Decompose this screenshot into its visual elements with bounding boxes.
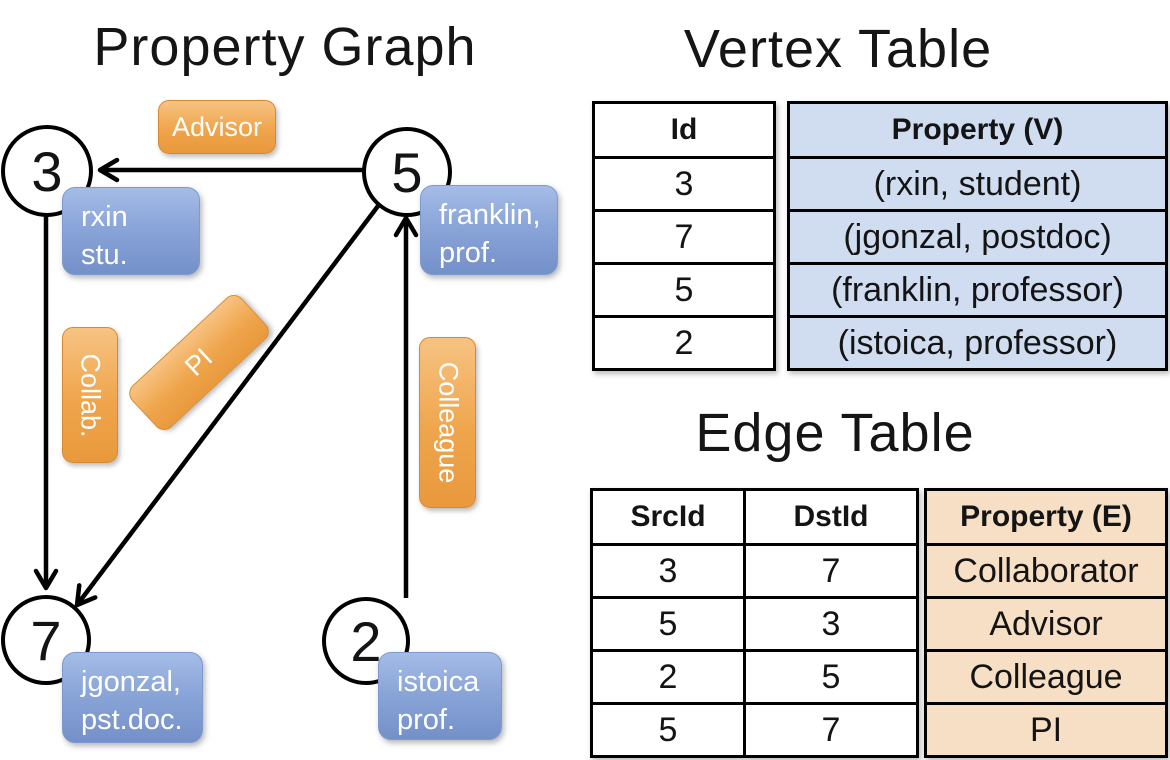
vertex-table-id-column: Id 3 7 5 2: [592, 101, 776, 371]
edge-table-src-cell: 5: [593, 705, 746, 755]
graph-edges-canvas: [33, 157, 419, 608]
edge-table-dst-cell: 5: [821, 657, 841, 696]
edge-label-pi-text: PI: [179, 342, 219, 382]
vertex-prop-rxin-line1: rxin: [81, 201, 128, 233]
edge-table-src-cell: 3: [593, 546, 746, 596]
edge-table-dst-cell: 7: [821, 551, 841, 590]
edge-table-property-column: Property (E) Collaborator Advisor Collea…: [924, 488, 1168, 758]
edge-label-colleague-text: Colleague: [433, 361, 463, 484]
node-2-id: 2: [350, 609, 382, 673]
edge-table-property-header: Property (E): [927, 491, 1165, 543]
vertex-table-property-cell: (jgonzal, postdoc): [790, 209, 1165, 262]
edge-table-property-cell: PI: [927, 702, 1165, 755]
vertex-prop-rxin-line2: stu.: [81, 238, 128, 271]
node-7-id: 7: [30, 608, 62, 672]
vertex-table-property-cell: (franklin, professor): [790, 262, 1165, 315]
vertex-table-id-header: Id: [670, 113, 698, 146]
vertex-prop-box-istoica: istoica prof.: [378, 652, 502, 740]
vertex-table-title: Vertex Table: [683, 19, 993, 79]
vertex-prop-jgonzal-line1: jgonzal,: [81, 666, 181, 698]
vertex-table-id-cell: 2: [595, 315, 773, 368]
edge-pi-arrow: [74, 204, 380, 608]
edge-table-dst-cell: 3: [821, 604, 841, 643]
node-2: 2: [322, 597, 410, 685]
vertex-prop-box-jgonzal: jgonzal, pst.doc.: [62, 652, 203, 743]
vertex-prop-jgonzal-line2: pst.doc.: [81, 703, 183, 736]
edge-table-header-row: SrcId DstId: [593, 491, 916, 543]
vertex-table-property-column: Property (V) (rxin, student) (jgonzal, p…: [787, 101, 1168, 371]
edge-table-dst-cell: 7: [821, 710, 841, 749]
vertex-table-property-header: Property (V): [790, 104, 1165, 156]
edge-table-title: Edge Table: [695, 403, 975, 463]
edge-label-colleague: Colleague: [419, 337, 476, 508]
edge-table-id-columns: SrcId DstId 3 7 5 3 2 5 5 7: [590, 488, 919, 758]
edge-table-row: 5 7: [593, 702, 916, 755]
vertex-prop-franklin-line1: franklin,: [439, 199, 541, 231]
property-graph-title: Property Graph: [93, 17, 477, 77]
edge-table-dstid-header: DstId: [793, 500, 869, 533]
node-3-id: 3: [31, 139, 63, 203]
edge-table-src-cell: 5: [593, 599, 746, 649]
vertex-prop-box-franklin: franklin, prof.: [420, 185, 558, 275]
edge-table-row: 5 3: [593, 596, 916, 649]
vertex-table-id-cell: 5: [595, 262, 773, 315]
edge-label-collab-text: Collab.: [75, 352, 106, 438]
edge-table-property-cell: Advisor: [927, 596, 1165, 649]
vertex-prop-istoica-line2: prof.: [397, 703, 456, 736]
edge-table-property-cell: Collaborator: [927, 543, 1165, 596]
edge-table-property-cell: Colleague: [927, 649, 1165, 702]
node-5: 5: [362, 127, 452, 217]
node-5-id: 5: [391, 140, 423, 204]
edge-table-srcid-header: SrcId: [593, 491, 746, 543]
vertex-prop-franklin-line2: prof.: [439, 236, 498, 269]
edge-label-advisor-text: Advisor: [171, 111, 263, 142]
edge-table-row: 3 7: [593, 543, 916, 596]
vertex-prop-box-rxin: rxin stu.: [62, 187, 200, 275]
vertex-table-id-cell: 7: [595, 209, 773, 262]
edge-label-collab: Collab.: [62, 327, 118, 463]
vertex-table-property-cell: (rxin, student): [790, 156, 1165, 209]
vertex-table-property-cell: (istoica, professor): [790, 315, 1165, 368]
edge-table-src-cell: 2: [593, 652, 746, 702]
edge-table-row: 2 5: [593, 649, 916, 702]
edge-label-advisor: Advisor: [158, 100, 276, 154]
vertex-table-id-cell: 3: [595, 156, 773, 209]
vertex-prop-istoica-line1: istoica: [397, 666, 480, 698]
